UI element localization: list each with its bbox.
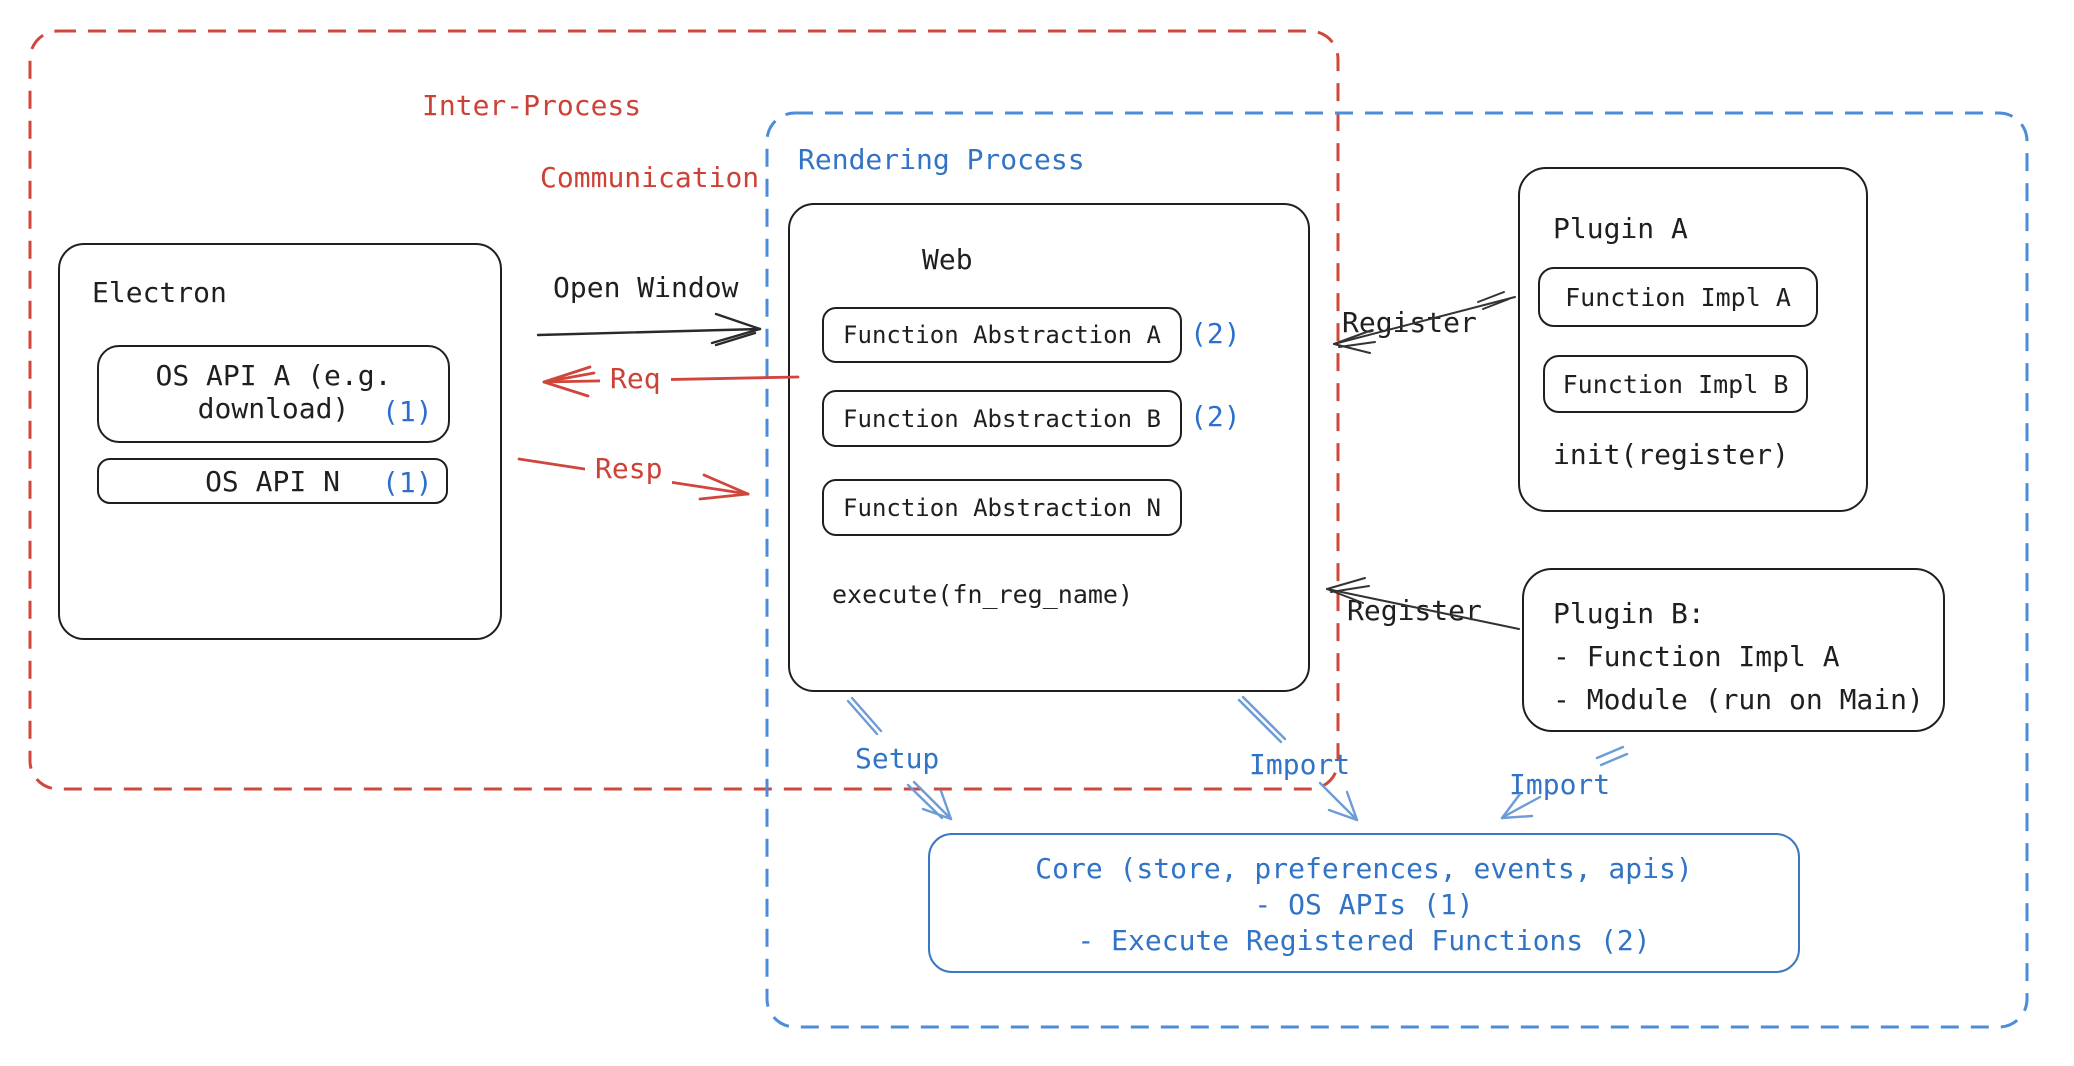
os-api-n-badge: (1) [382, 466, 433, 499]
os-api-a-box: OS API A (e.g. download) (1) [97, 345, 450, 443]
register-bottom-label: Register [1347, 594, 1482, 627]
plugin-a-title: Plugin A [1553, 212, 1688, 245]
function-abstraction-b-label: Function Abstraction B [843, 404, 1161, 433]
electron-title: Electron [92, 276, 227, 309]
ipc-label-line2: Communication [540, 161, 760, 194]
function-abstraction-n-box: Function Abstraction N [822, 479, 1182, 536]
os-api-a-line2: download) [197, 392, 350, 425]
ipc-label-line1: Inter-Process [422, 89, 642, 122]
core-line2: - OS APIs (1) [1254, 888, 1474, 921]
import-web-label: Import [1249, 748, 1351, 781]
core-line1: Core (store, preferences, events, apis) [1035, 852, 1693, 885]
os-api-a-line1: OS API A (e.g. [155, 359, 392, 392]
function-abstraction-a-label: Function Abstraction A [843, 321, 1161, 349]
function-impl-a-box: Function Impl A [1538, 267, 1818, 327]
plugin-a-box [1518, 167, 1868, 512]
function-impl-b-box: Function Impl B [1543, 355, 1808, 413]
setup-label: Setup [855, 742, 940, 775]
rendering-region-outline [765, 111, 2029, 1029]
os-api-n-label: OS API N [205, 465, 340, 498]
open-window-label: Open Window [553, 271, 739, 304]
function-abstraction-a-badge: (2) [1190, 317, 1241, 350]
plugin-b-item1: - Function Impl A [1553, 640, 1840, 673]
function-abstraction-b-box: Function Abstraction B [822, 390, 1182, 447]
execute-call-label: execute(fn_reg_name) [832, 580, 1134, 609]
plugin-b-box [1522, 568, 1945, 732]
import-plugin-label: Import [1509, 768, 1611, 801]
web-box [788, 203, 1310, 692]
register-top-label: Register [1342, 306, 1477, 339]
plugin-b-title: Plugin B: [1553, 597, 1705, 630]
plugin-b-content: Plugin B: - Function Impl A - Module (run … [1553, 592, 1924, 721]
os-api-n-box: OS API N (1) [97, 458, 448, 504]
rendering-region-label: Rendering Process [798, 143, 1085, 176]
function-abstraction-n-label: Function Abstraction N [843, 493, 1161, 522]
function-abstraction-b-badge: (2) [1190, 400, 1241, 433]
web-title: Web [922, 243, 973, 276]
os-api-a-badge: (1) [382, 395, 433, 428]
init-register-label: init(register) [1553, 438, 1790, 471]
electron-box [58, 243, 502, 640]
plugin-b-item2: - Module (run on Main) [1553, 683, 1924, 716]
core-line3: - Execute Registered Functions (2) [1077, 924, 1651, 957]
function-impl-b-label: Function Impl B [1562, 369, 1789, 399]
function-impl-a-label: Function Impl A [1565, 282, 1791, 312]
function-abstraction-a-box: Function Abstraction A [822, 307, 1182, 363]
req-label: Req [600, 362, 671, 395]
core-box: Core (store, preferences, events, apis) … [928, 833, 1800, 973]
ipc-region-label: Inter-Process Communication [422, 88, 759, 196]
resp-label: Resp [585, 452, 673, 485]
